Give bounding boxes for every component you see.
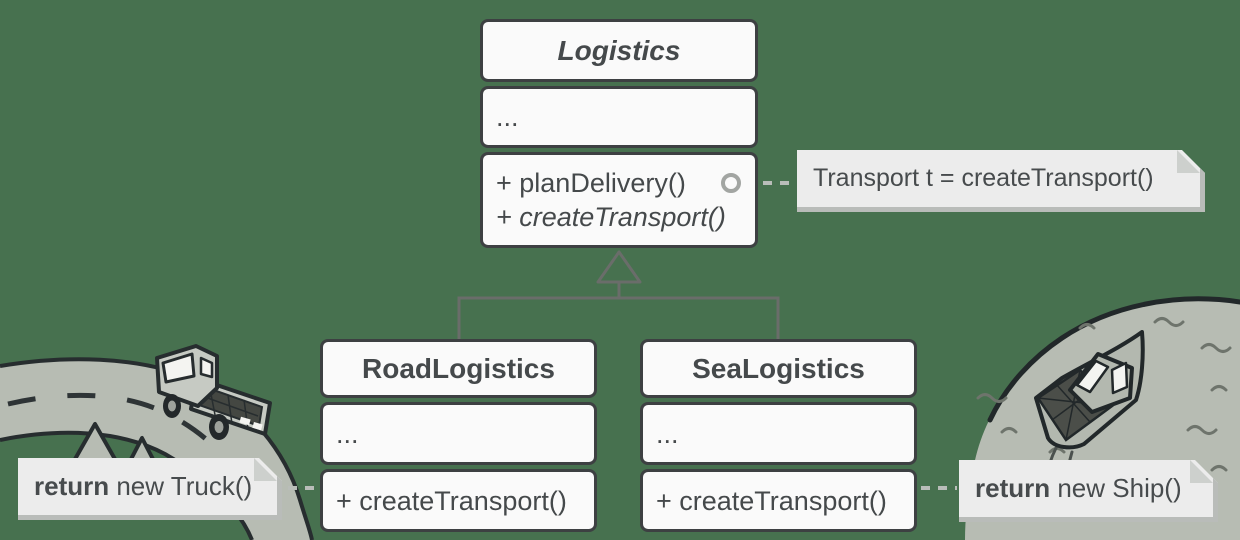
truck-icon [155, 344, 272, 440]
sea-logistics-attributes: ... [640, 402, 917, 465]
ship-note: return new Ship() [959, 460, 1218, 522]
road-logistics-class: RoadLogistics ... + createTransport() [320, 339, 597, 532]
logistics-methods: + planDelivery() + createTransport() [480, 152, 758, 248]
ship-icon [1034, 330, 1145, 450]
sea-logistics-class-name: SeaLogistics [640, 339, 917, 398]
road-logistics-attributes: ... [320, 402, 597, 465]
logistics-class: Logistics ... + planDelivery() + createT… [480, 19, 758, 248]
ship-note-dash [921, 486, 957, 490]
method-createTransport: + createTransport() [656, 485, 887, 516]
road-logistics-methods: + createTransport() [320, 469, 597, 532]
method-createTransport: + createTransport() [496, 202, 726, 232]
note-connector-dash [763, 181, 797, 185]
logistics-class-name: Logistics [480, 19, 758, 82]
logistics-attributes: ... [480, 86, 758, 148]
truck-note-text: return new Truck() [34, 471, 253, 501]
transport-note: Transport t = createTransport() [797, 150, 1205, 212]
note-connector-circle-icon [721, 173, 741, 193]
inheritance-connector [457, 250, 780, 340]
ship-note-text: return new Ship() [975, 473, 1182, 503]
truck-note: return new Truck() [18, 458, 282, 520]
truck-note-dash [288, 486, 318, 490]
inheritance-triangle-icon [596, 250, 642, 284]
method-createTransport: + createTransport() [336, 485, 567, 516]
sea-logistics-methods: + createTransport() [640, 469, 917, 532]
sea-logistics-class: SeaLogistics ... + createTransport() [640, 339, 917, 532]
road-logistics-class-name: RoadLogistics [320, 339, 597, 398]
method-planDelivery: + planDelivery() [496, 168, 686, 198]
transport-note-text: Transport t = createTransport() [813, 164, 1154, 192]
